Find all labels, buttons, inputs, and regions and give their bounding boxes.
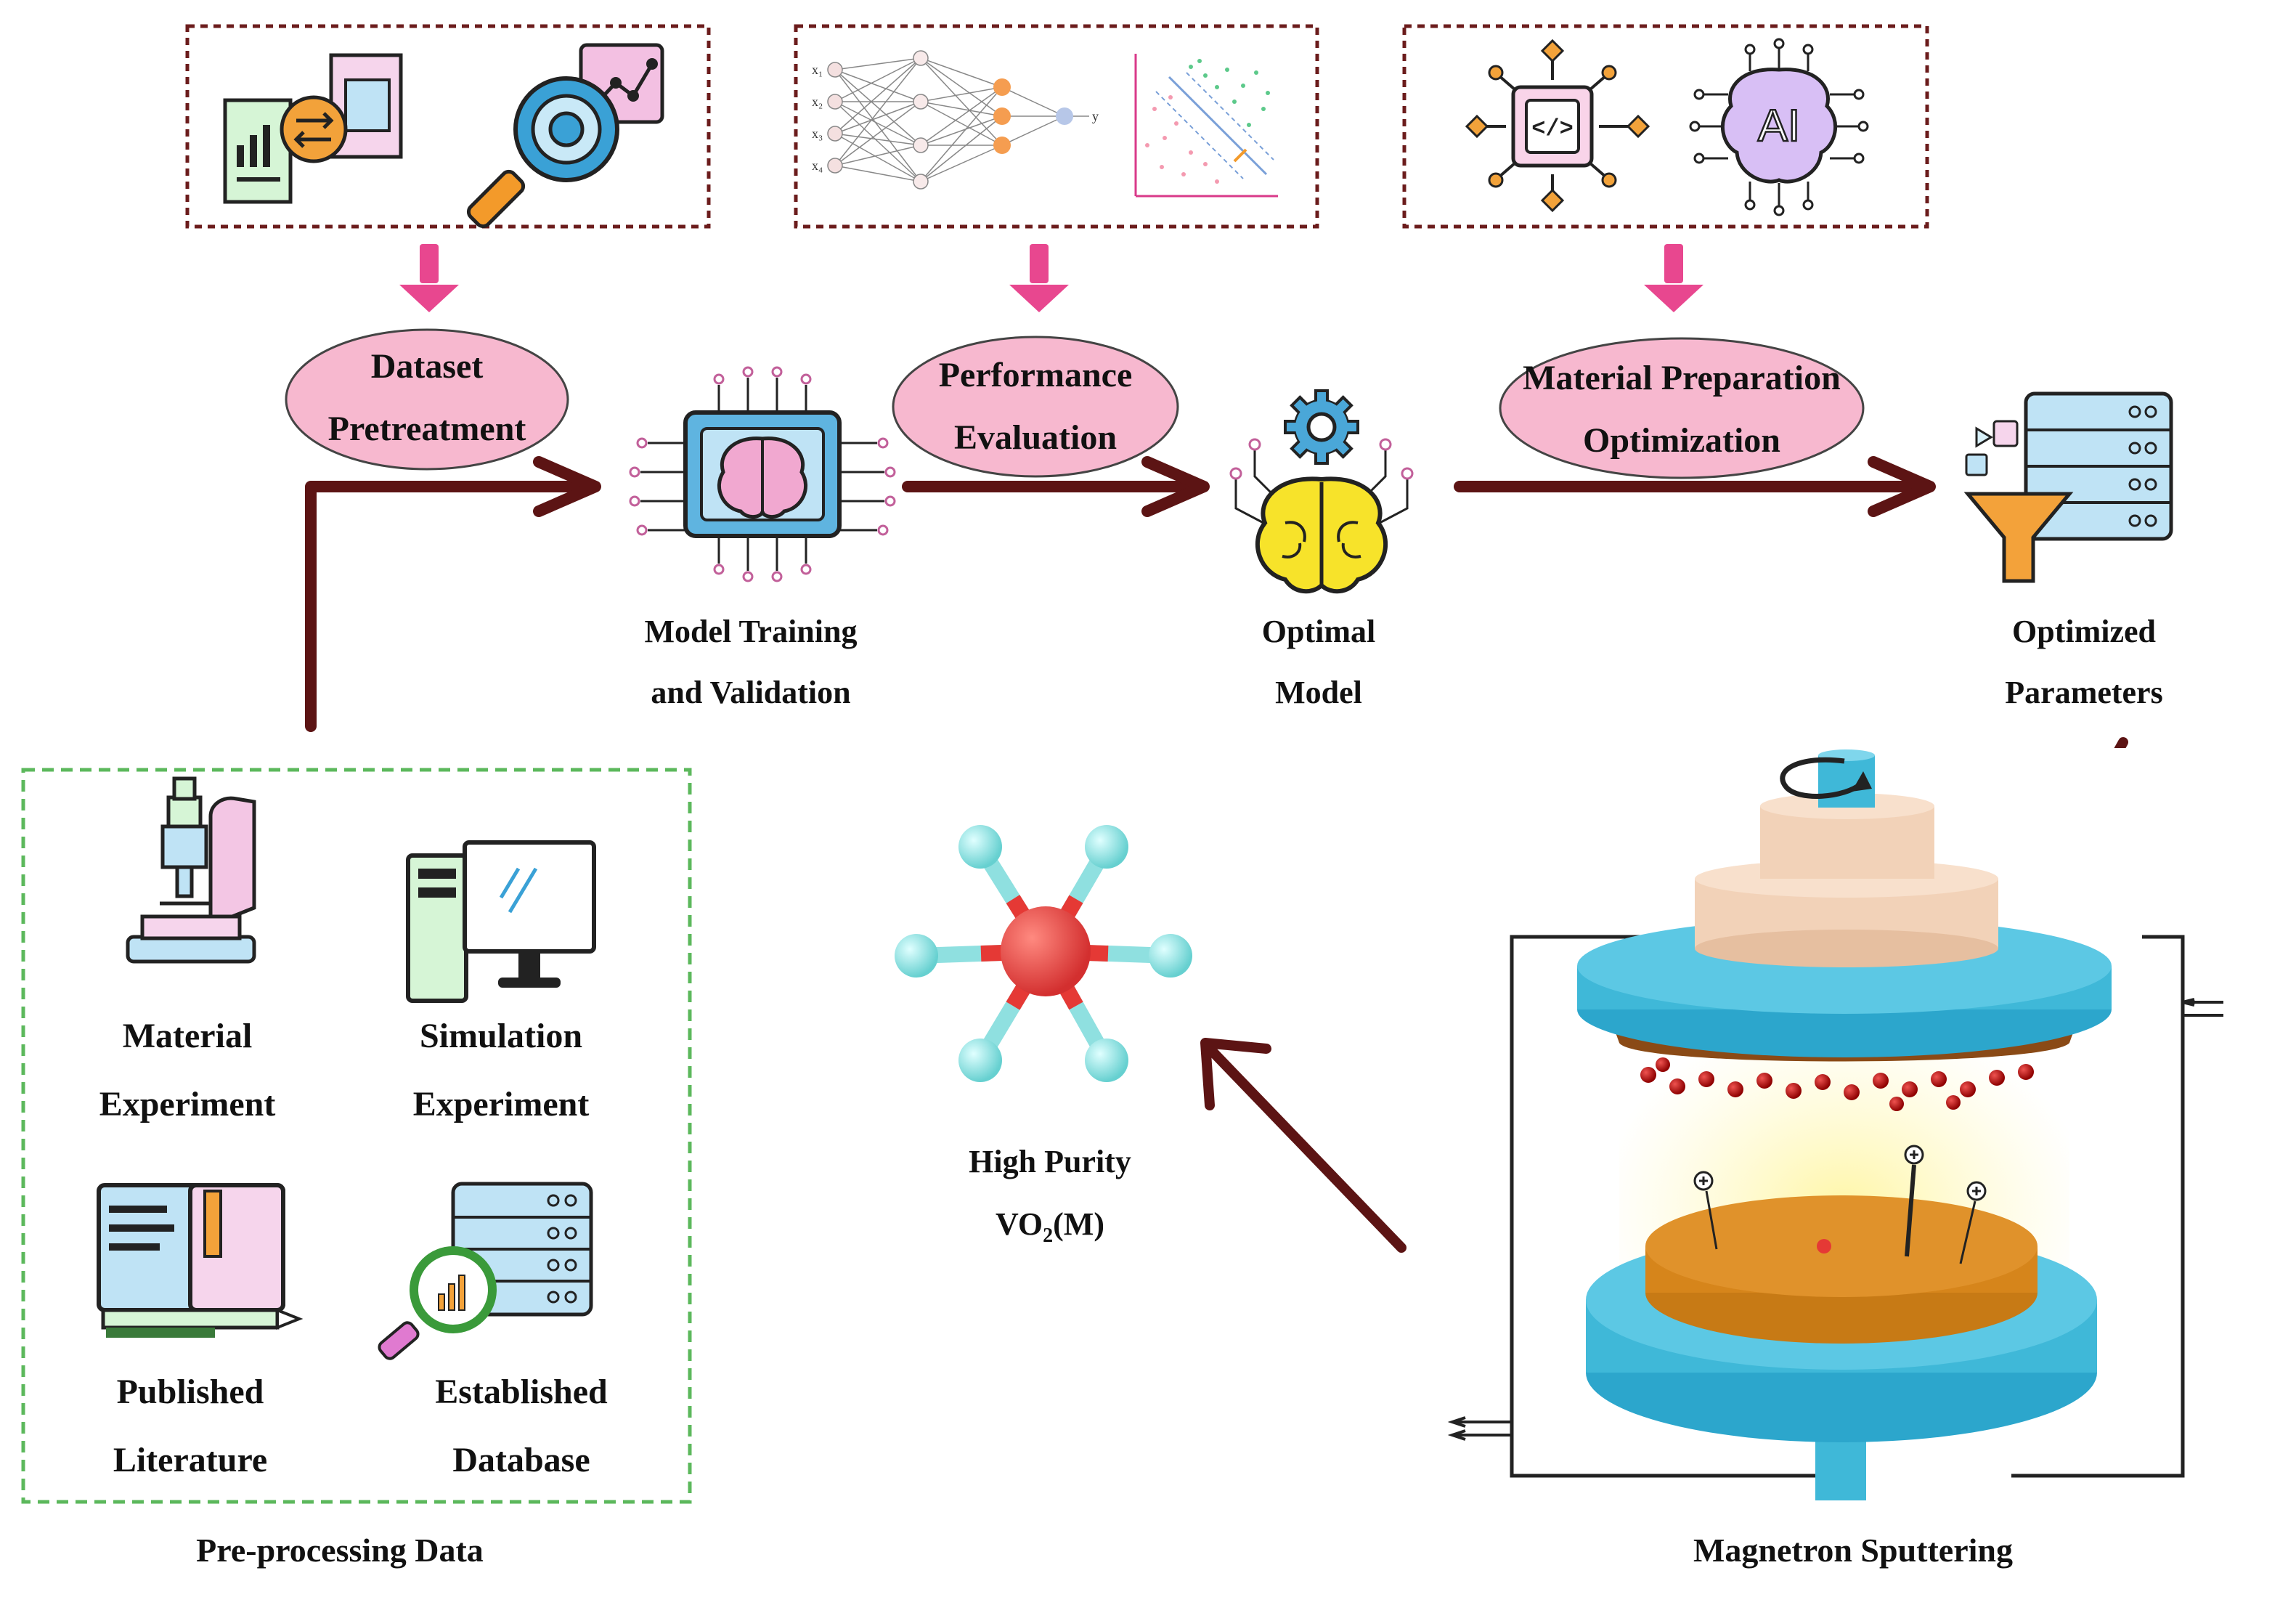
output-label-y: y xyxy=(1092,109,1099,123)
step-dataset-line1: Dataset xyxy=(371,347,484,386)
stage-optimal-model-label: Optimal Model xyxy=(1262,614,1375,710)
data-sources-box: Material Experiment Simulation Experimen… xyxy=(21,768,692,1504)
microscope-icon xyxy=(126,776,256,964)
book-icon xyxy=(97,1183,304,1338)
step-performance-line1: Performance xyxy=(939,356,1133,394)
pink-arrow-3 xyxy=(1644,244,1703,312)
product-label: High Purity VO2(M) xyxy=(969,1144,1131,1247)
stage-optimal-line2: Model xyxy=(1275,675,1362,710)
product-formula-main: VO xyxy=(996,1206,1043,1242)
dataset-icons-box xyxy=(185,24,711,229)
sputtering-caption: Magnetron Sputtering xyxy=(1693,1532,2013,1569)
pink-arrow-2 xyxy=(1009,244,1069,312)
code-chip-icon: </> xyxy=(1465,38,1650,213)
source-simulation-line2: Experiment xyxy=(413,1085,590,1123)
source-database-line2: Database xyxy=(452,1441,590,1479)
arrow-data-to-training xyxy=(305,481,587,732)
step-dataset-line2: Pretreatment xyxy=(328,410,526,448)
database-search-icon xyxy=(378,1182,593,1360)
documents-exchange-icon xyxy=(223,53,403,204)
pink-arrow-1 xyxy=(399,244,459,312)
input-label-x1: x₁ xyxy=(812,62,823,77)
server-funnel-icon xyxy=(1963,391,2173,583)
arrow-sputtering-to-product xyxy=(1206,1045,1406,1253)
preprocessing-caption: Pre-processing Data xyxy=(196,1532,484,1569)
magnifier-gear-chart-icon xyxy=(466,43,664,229)
neural-network-icon: x₁ x₂ x₃ x₄ y xyxy=(812,50,1099,190)
brain-chip-icon xyxy=(629,366,896,582)
stage-parameters-line2: Parameters xyxy=(2005,675,2162,710)
optimization-icons-box: </> AI xyxy=(1402,24,1929,229)
step-performance-line2: Evaluation xyxy=(954,418,1117,457)
computer-icon xyxy=(406,840,596,1003)
stage-optimized-parameters-label: Optimized Parameters xyxy=(2005,614,2162,710)
source-simulation-line1: Simulation xyxy=(420,1017,582,1055)
input-label-x3: x₃ xyxy=(812,126,823,141)
step-performance-evaluation: Performance Evaluation xyxy=(892,336,1179,478)
source-database-line1: Established xyxy=(435,1373,608,1411)
input-label-x2: x₂ xyxy=(812,94,823,109)
stage-model-training-label: Model Training and Validation xyxy=(645,614,858,710)
stage-model-training-line2: and Validation xyxy=(651,675,850,710)
magnetron-sputtering-apparatus xyxy=(1430,748,2247,1500)
evaluation-icons-box: x₁ x₂ x₃ x₄ y xyxy=(794,24,1319,229)
ai-brain-chip-icon: AI xyxy=(1689,38,1869,216)
scatter-plot-icon xyxy=(1134,54,1278,198)
step-dataset-pretreatment: Dataset Pretreatment xyxy=(285,328,569,471)
product-line1: High Purity xyxy=(969,1144,1131,1179)
stage-optimal-line1: Optimal xyxy=(1262,614,1375,649)
sputtered-particles xyxy=(1640,1057,2034,1111)
step-material-line1: Material Preparation xyxy=(1523,359,1841,397)
stage-model-training-line1: Model Training xyxy=(645,614,858,649)
step-material-preparation: Material Preparation Optimization xyxy=(1499,337,1865,479)
brain-gear-icon xyxy=(1229,389,1414,594)
stage-parameters-line1: Optimized xyxy=(2012,614,2156,649)
input-label-x4: x₄ xyxy=(812,158,823,173)
source-literature-line1: Published xyxy=(117,1373,264,1411)
vo2-molecule xyxy=(895,825,1192,1082)
pink-down-arrows xyxy=(399,244,1703,312)
product-formula: VO2(M) xyxy=(996,1206,1104,1247)
ai-chip-text: AI xyxy=(1758,101,1801,151)
product-formula-tail: (M) xyxy=(1053,1206,1104,1242)
source-material-line2: Experiment xyxy=(99,1085,276,1123)
source-literature-line2: Literature xyxy=(113,1441,267,1479)
ions xyxy=(1693,1145,1987,1264)
step-material-line2: Optimization xyxy=(1583,421,1780,460)
product-formula-subscript: 2 xyxy=(1043,1224,1053,1247)
code-chip-text: </> xyxy=(1531,115,1574,142)
source-material-line1: Material xyxy=(123,1017,253,1055)
